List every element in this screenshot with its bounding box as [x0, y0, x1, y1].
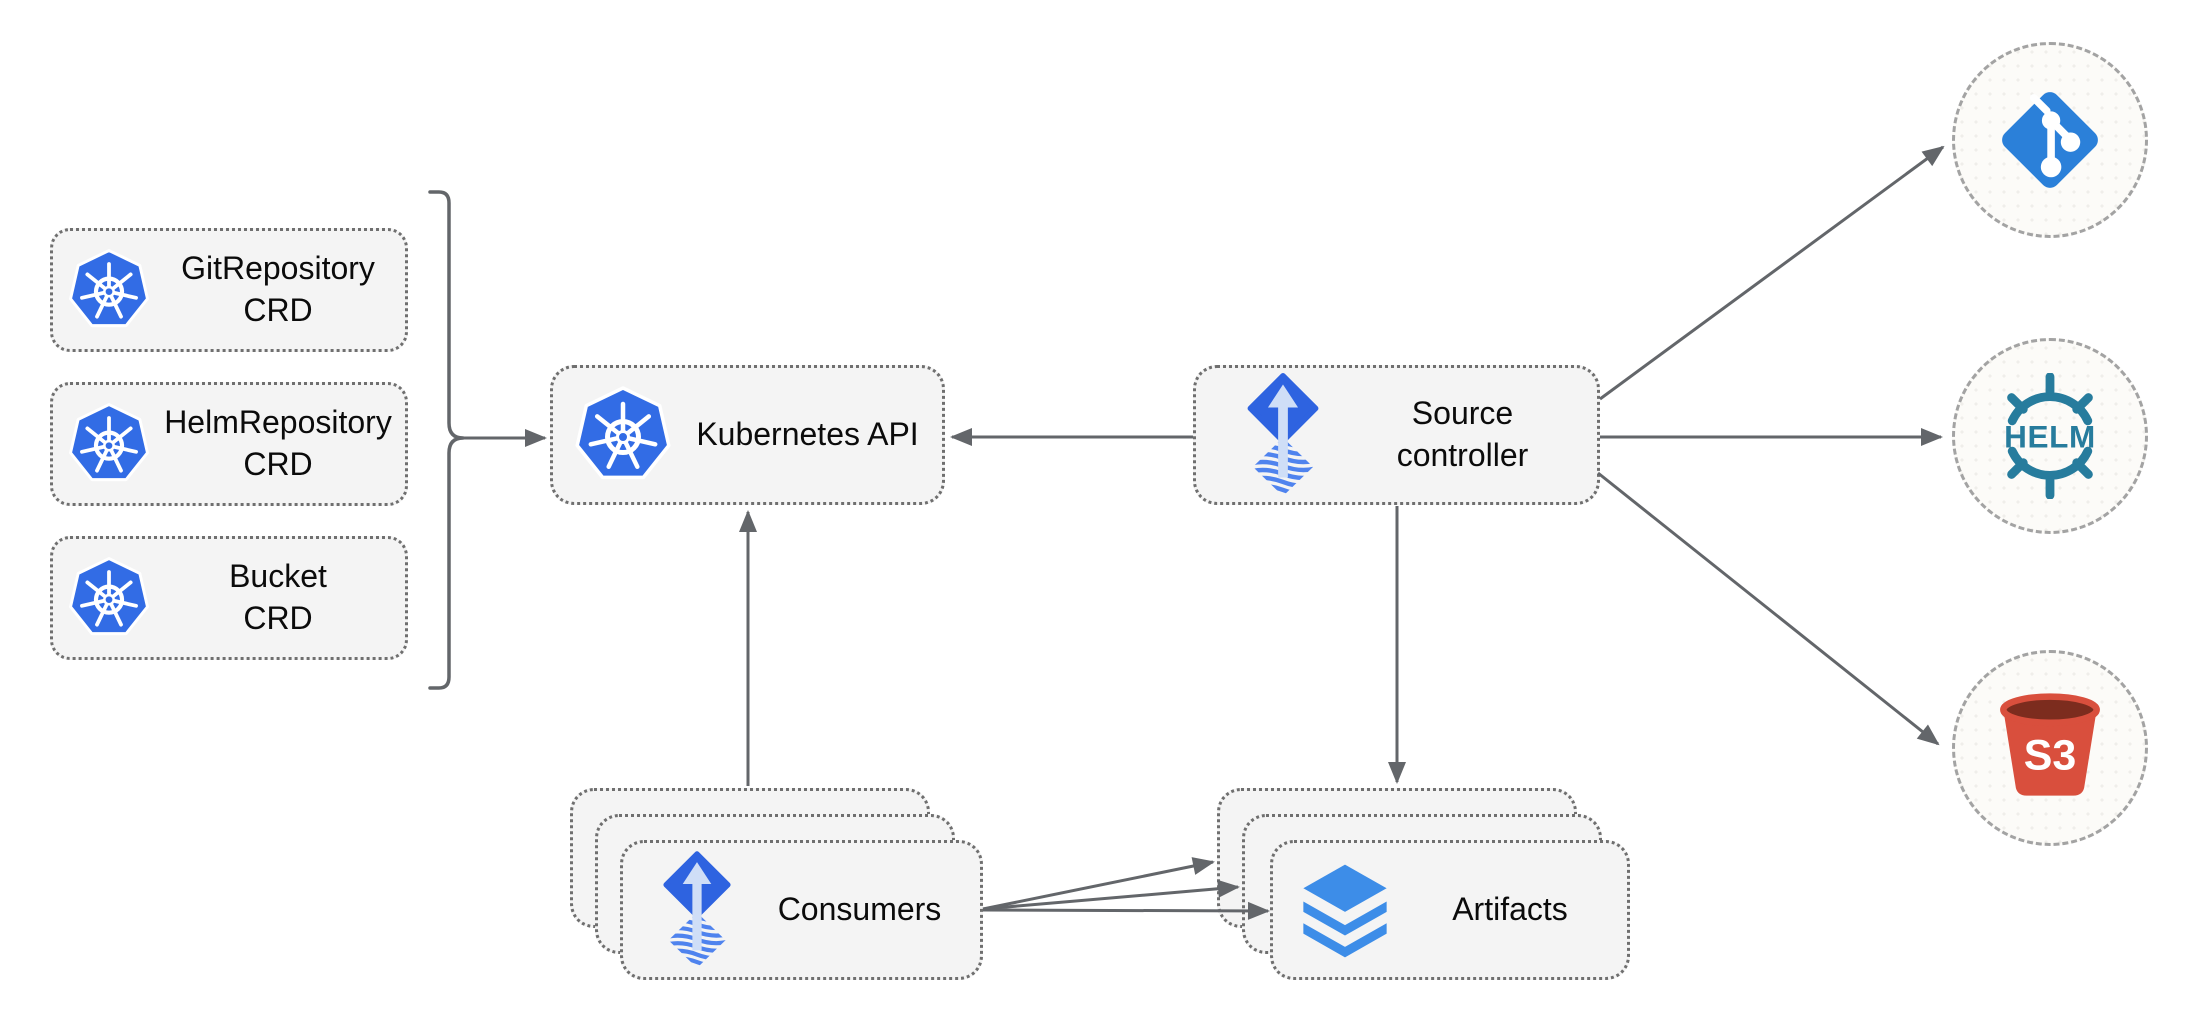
node-consumers: Consumers — [620, 840, 983, 980]
kubernetes-icon — [67, 248, 151, 332]
node-label: GitRepository CRD — [181, 250, 375, 328]
node-label: Source controller — [1396, 395, 1529, 473]
node-bucket-crd: Bucket CRD — [50, 536, 408, 660]
node-label: HelmRepository CRD — [164, 404, 392, 482]
svg-text:S3: S3 — [2024, 731, 2077, 779]
endpoint-s3: S3 — [1952, 650, 2148, 846]
crd-group-bracket — [428, 190, 465, 690]
helm-icon: HELM — [1987, 373, 2113, 499]
endpoint-helm: HELM — [1952, 338, 2148, 534]
flux-icon — [1238, 373, 1328, 497]
svg-text:HELM: HELM — [2004, 418, 2096, 454]
node-artifacts: Artifacts — [1270, 840, 1630, 980]
node-label: Bucket CRD — [229, 558, 327, 636]
node-helmrepository-crd: HelmRepository CRD — [50, 382, 408, 506]
flux-icon — [655, 851, 739, 969]
node-label: Consumers — [777, 891, 942, 928]
node-gitrepository-crd: GitRepository CRD — [50, 228, 408, 352]
edge-consumers-to-artifacts-back — [982, 857, 1215, 911]
kubernetes-icon — [67, 402, 151, 486]
edge-source-to-s3 — [1597, 471, 1940, 746]
edge-consumers-to-artifacts-middle — [982, 879, 1240, 911]
kubernetes-icon — [573, 385, 673, 485]
kubernetes-icon — [67, 556, 151, 640]
endpoint-git — [1952, 42, 2148, 238]
git-icon — [1996, 86, 2104, 194]
node-kubernetes-api: Kubernetes API — [550, 365, 945, 505]
node-label: Kubernetes API — [696, 416, 919, 453]
node-label: Artifacts — [1452, 891, 1568, 928]
s3-icon: S3 — [1994, 688, 2106, 808]
node-source-controller: Source controller — [1193, 365, 1600, 505]
layers-icon — [1297, 857, 1393, 963]
edge-source-to-git — [1599, 145, 1945, 401]
